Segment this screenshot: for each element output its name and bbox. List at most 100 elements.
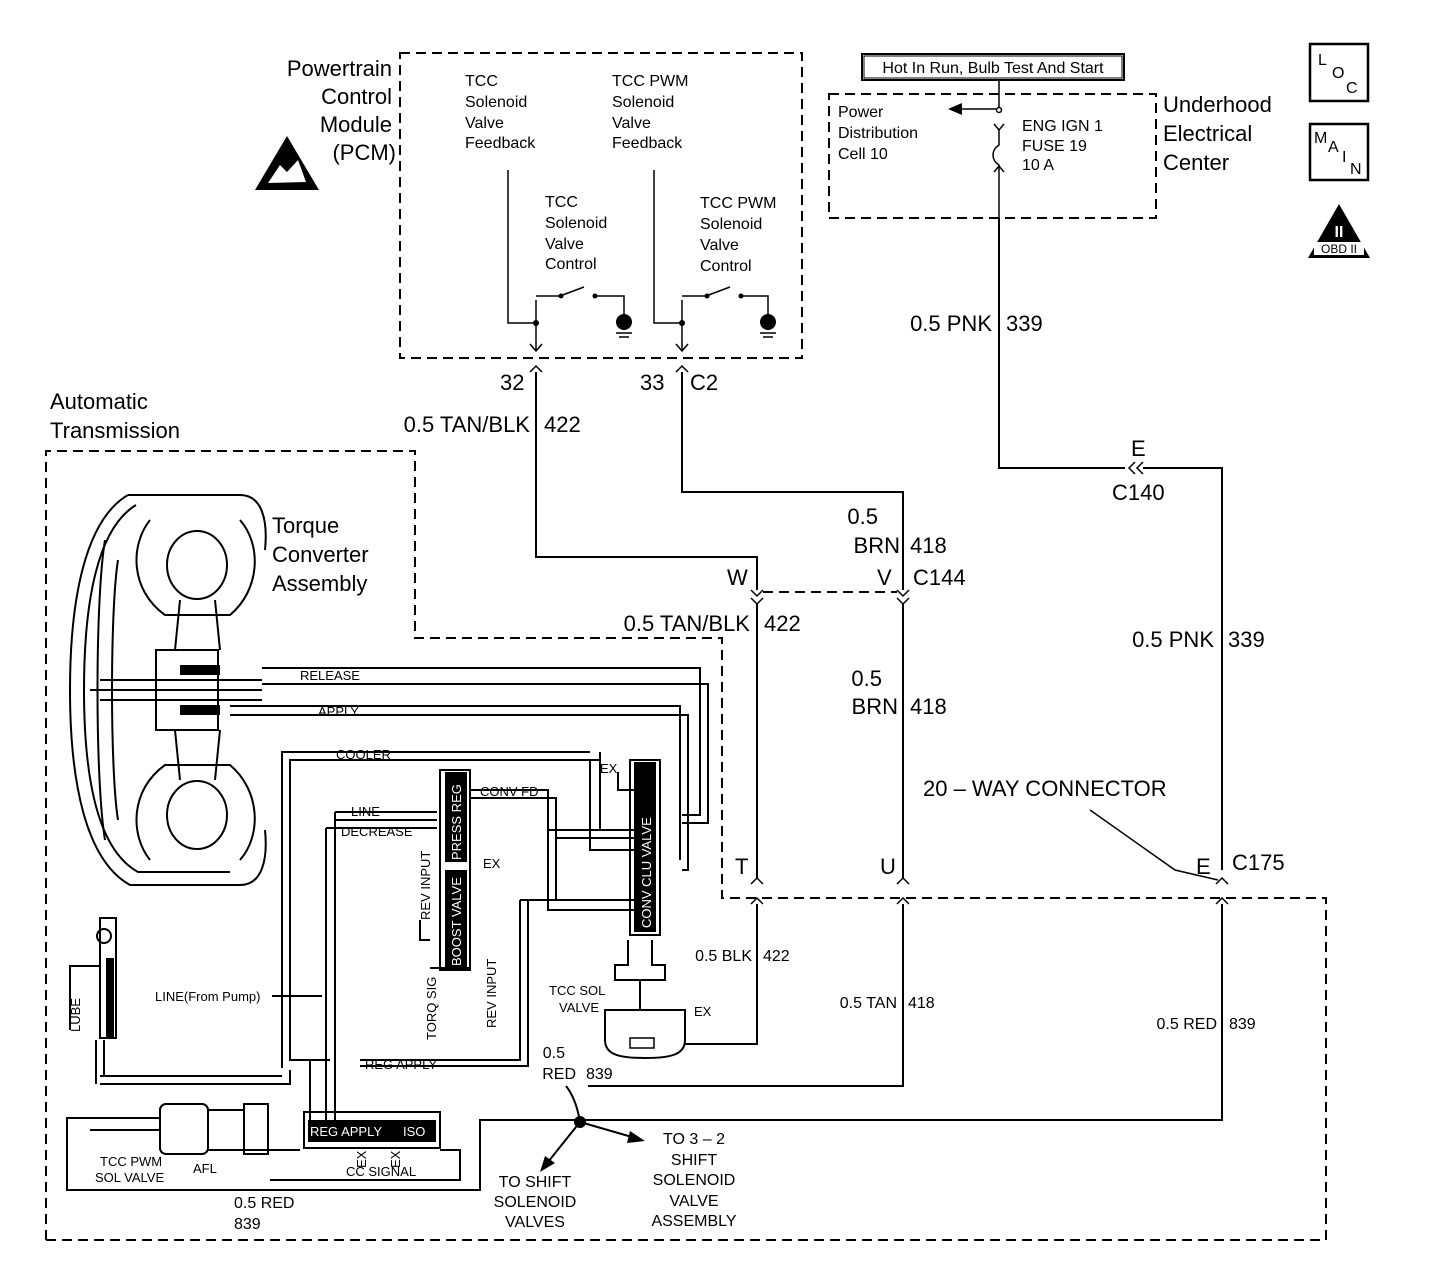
tcc-pwm-sol-valve [159,1103,269,1155]
obd-ii-icon: II OBD II [1308,204,1370,258]
pcm-title-3: Module [320,112,392,137]
w418-low-size: 0.5 TAN [840,995,897,1012]
obd-ii-label: OBD II [1321,242,1357,256]
fuse-3: 10 A [1022,157,1054,174]
w422-mid-num: 422 [764,611,801,636]
torque-2: Converter [272,542,369,567]
wiring: E C140 0.5 PNK 339 0.5 PNK 339 0.5 TAN/B… [66,218,1285,1233]
w418-mid-size: 0.5 [851,666,882,691]
w839-right-size: 0.5 RED [1157,1016,1217,1033]
w839-right-num: 839 [1229,1016,1256,1033]
pcm-control1-1: TCC [545,194,578,211]
to-32-2: SHIFT [671,1152,717,1169]
underhood-title-2: Electrical [1163,121,1252,146]
pcm-driver-circuit-2 [653,170,776,353]
main-icon-m: M [1314,130,1327,147]
w422-low-size: 0.5 BLK [695,948,752,965]
underhood-electrical-center: Hot In Run, Bulb Test And Start Underhoo… [828,53,1272,219]
hyd-torq-sig: TORQ SIG [424,977,439,1040]
hyd-ex-reg-1: EX [354,1150,369,1168]
torque-converter-drawing [68,494,267,886]
esd-warning-icon [255,136,319,190]
w418-mid-num: 418 [910,694,947,719]
w339-mid-num: 339 [1228,627,1265,652]
pcm-feedback2-4: Feedback [612,135,683,152]
cooler-lube-fitting [69,917,117,1039]
pcm-control2-2: Solenoid [700,216,762,233]
pcm-feedback1-2: Solenoid [465,94,527,111]
pcm-control2-1: TCC PWM [700,195,776,212]
press-reg-label: PRESS REG [449,784,464,860]
w422-mid-size: 0.5 TAN/BLK [624,611,751,636]
to-32-1: TO 3 – 2 [663,1131,725,1148]
c175-pin-u: U [880,854,896,879]
w339-top-num: 339 [1006,311,1043,336]
w339-top-size: 0.5 PNK [910,311,992,336]
reg-apply-label: REG APPLY [310,1124,382,1139]
w418-top-color: BRN [854,533,900,558]
w418-mid-color: BRN [852,694,898,719]
hyd-line: LINE [351,804,380,819]
c144-pin-v: V [877,565,892,590]
pcm-feedback1-3: Valve [465,115,504,132]
loc-icon: L O C [1308,42,1370,103]
fuse-1: ENG IGN 1 [1022,118,1103,135]
iso-label: ISO [403,1124,425,1139]
c144-pin-w: W [727,565,748,590]
underhood-title-3: Center [1163,150,1229,175]
pcm-feedback1-4: Feedback [465,135,536,152]
tcc-sol-valve [604,940,686,1060]
hyd-ex-top: EX [600,761,618,776]
torque-3: Assembly [272,571,367,596]
underhood-title-1: Underhood [1163,92,1272,117]
w418-top-num: 418 [910,533,947,558]
conv-clu-valve: CONV CLU VALVE [629,759,661,936]
loc-icon-o: O [1332,65,1344,82]
to-shift-2: SOLENOID [494,1194,577,1211]
w839-center-size: 0.5 [543,1045,565,1062]
hyd-afl: AFL [193,1161,217,1176]
loc-icon-c: C [1346,80,1358,97]
pcm-control1-2: Solenoid [545,215,607,232]
fuse-2: FUSE 19 [1022,138,1087,155]
pcm-feedback2-3: Valve [612,115,651,132]
c140-pin-e: E [1131,436,1146,461]
power-dist-2: Distribution [838,125,918,142]
pcm-connector-c2: C2 [690,370,718,395]
boost-valve-label: BOOST VALVE [449,877,464,966]
torque-1: Torque [272,513,339,538]
hot-in-run-banner: Hot In Run, Bulb Test And Start [882,60,1104,77]
hyd-ex-sol: EX [694,1004,712,1019]
to-32-4: VALVE [669,1193,718,1210]
tcc-sol-valve-1: TCC SOL [549,983,605,998]
to-shift-3: VALVES [505,1214,565,1231]
pcm-pin-33: 33 [640,370,664,395]
w839-bottom-size: 0.5 RED [234,1195,294,1212]
fuse-symbol [948,80,1005,218]
w422-top-size: 0.5 TAN/BLK [404,412,531,437]
trans-title-1: Automatic [50,389,148,414]
hyd-release: RELEASE [300,668,360,683]
w418-top-size: 0.5 [847,504,878,529]
pcm-control2-4: Control [700,258,752,275]
power-dist-1: Power [838,104,884,121]
hyd-cooler: COOLER [336,747,391,762]
tcc-pwm-2: SOL VALVE [95,1170,164,1185]
main-icon-n: N [1350,161,1362,178]
hyd-rev-input-2: REV INPUT [484,959,499,1028]
w839-center-color: RED [542,1066,576,1083]
conv-clu-valve-label: CONV CLU VALVE [639,817,654,928]
pcm-feedback2-2: Solenoid [612,94,674,111]
w339-mid-size: 0.5 PNK [1132,627,1214,652]
pcm-title-2: Control [321,84,392,109]
pcm-control2-3: Valve [700,237,739,254]
main-icon-a: A [1328,139,1339,156]
hyd-lube: LUBE [68,998,83,1032]
main-icon-i: I [1342,149,1346,166]
pcm-title-4: (PCM) [332,140,396,165]
c140-label: C140 [1112,480,1165,505]
tcc-sol-valve-2: VALVE [559,1000,599,1015]
tcc-pwm-1: TCC PWM [100,1154,162,1169]
power-dist-3: Cell 10 [838,146,888,163]
c175-pin-t: T [735,854,748,879]
